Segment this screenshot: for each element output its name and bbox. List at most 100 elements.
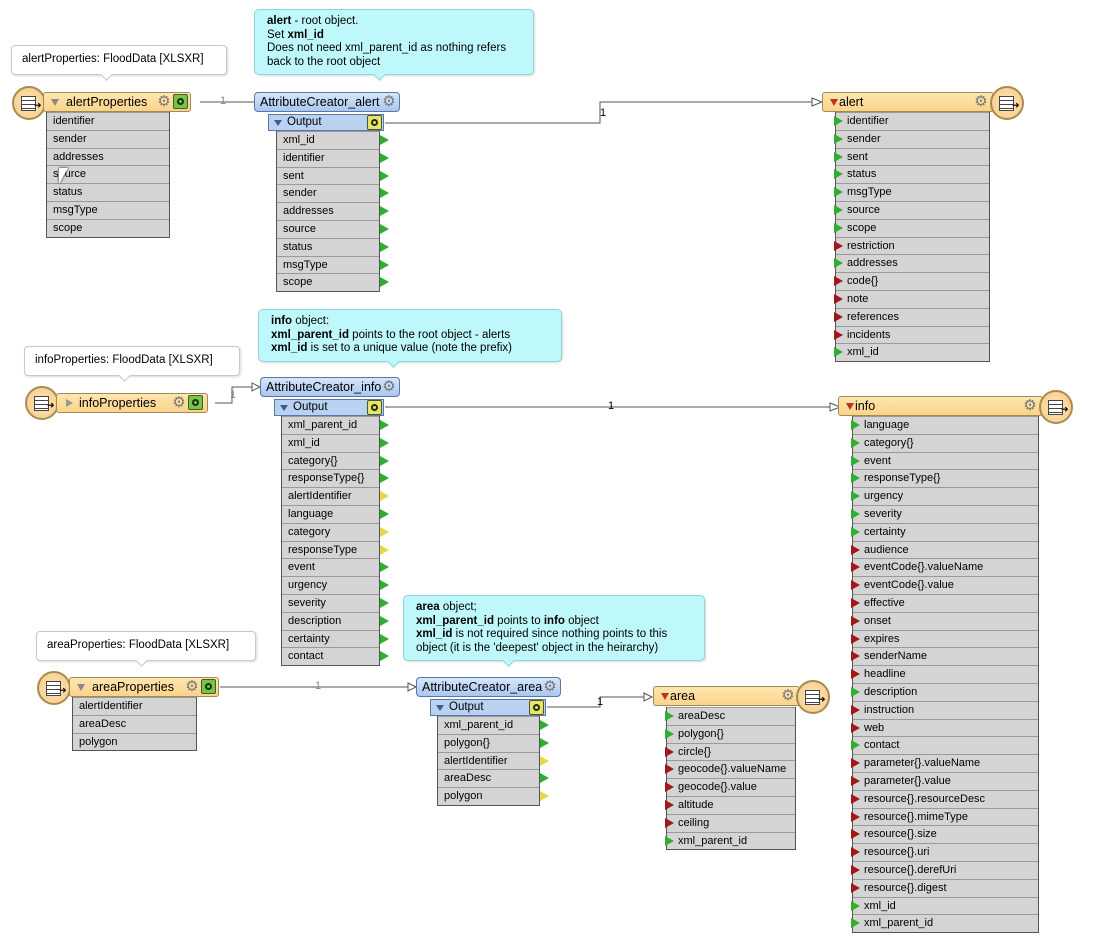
input-port-icon[interactable] <box>834 204 843 215</box>
input-port-icon[interactable] <box>834 276 843 287</box>
attribute-row[interactable]: responseType{} <box>282 469 389 487</box>
attribute-row[interactable]: urgency <box>851 487 1038 505</box>
attribute-row[interactable]: addresses <box>277 202 389 220</box>
output-port-icon[interactable] <box>380 277 389 288</box>
input-port-icon[interactable] <box>834 240 843 251</box>
attribute-row[interactable]: restriction <box>834 236 989 255</box>
input-port-icon[interactable] <box>851 882 860 893</box>
writer-area[interactable]: area ⚙ <box>653 686 800 706</box>
magnifier-icon[interactable] <box>201 679 216 694</box>
output-port-icon[interactable] <box>540 737 549 748</box>
attribute-row[interactable]: scope <box>277 273 389 291</box>
input-port-icon[interactable] <box>834 222 843 233</box>
expand-icon[interactable] <box>66 399 73 407</box>
attribute-row[interactable]: incidents <box>834 325 989 344</box>
input-port-icon[interactable] <box>834 187 843 198</box>
attribute-row[interactable]: sender <box>834 129 989 148</box>
attribute-row[interactable]: msgType <box>277 255 389 274</box>
output-port-icon[interactable] <box>380 508 389 519</box>
attribute-row[interactable]: polygon{} <box>665 724 795 743</box>
input-port-icon[interactable] <box>665 746 674 757</box>
attribute-row[interactable]: status <box>834 165 989 183</box>
output-port-icon[interactable] <box>540 755 549 766</box>
output-port-icon[interactable] <box>380 437 389 448</box>
attribute-row[interactable]: status <box>277 237 389 256</box>
input-port-icon[interactable] <box>851 918 860 929</box>
collapse-icon[interactable] <box>51 99 59 106</box>
collapse-icon[interactable] <box>846 403 854 410</box>
gear-icon[interactable]: ⚙ <box>185 678 199 695</box>
attribute-row[interactable]: status <box>47 183 169 201</box>
input-port-icon[interactable] <box>851 686 860 697</box>
gear-icon[interactable]: ⚙ <box>172 394 186 411</box>
attribute-row[interactable]: responseType{} <box>851 469 1038 487</box>
attribute-row[interactable]: geocode{}.valueName <box>665 760 795 778</box>
input-port-icon[interactable] <box>665 835 674 846</box>
input-port-icon[interactable] <box>851 758 860 769</box>
input-port-icon[interactable] <box>851 651 860 662</box>
attribute-row[interactable]: contact <box>851 736 1038 754</box>
output-port-icon[interactable] <box>380 188 389 199</box>
attribute-row[interactable]: msgType <box>47 200 169 219</box>
attribute-row[interactable]: event <box>851 451 1038 470</box>
reader-areaProperties[interactable]: areaProperties ⚙ <box>69 677 219 697</box>
output-port-icon[interactable] <box>380 223 389 234</box>
gear-icon[interactable]: ⚙ <box>157 93 171 110</box>
magnifier-icon[interactable] <box>173 94 188 109</box>
writer-table-icon[interactable]: ➜ <box>796 680 830 714</box>
attribute-row[interactable]: resource{}.derefUri <box>851 860 1038 879</box>
input-port-icon[interactable] <box>665 711 674 721</box>
gear-icon[interactable]: ⚙ <box>543 678 557 695</box>
attribute-row[interactable]: headline <box>851 665 1038 683</box>
attribute-row[interactable]: note <box>834 289 989 308</box>
input-port-icon[interactable] <box>851 491 860 502</box>
attribute-row[interactable]: resource{}.digest <box>851 878 1038 897</box>
attribute-row[interactable]: polygon{} <box>438 733 549 752</box>
input-port-icon[interactable] <box>851 580 860 591</box>
attribute-row[interactable]: msgType <box>834 183 989 201</box>
attribute-row[interactable]: references <box>834 307 989 326</box>
attribute-row[interactable]: parameter{}.value <box>851 771 1038 790</box>
input-port-icon[interactable] <box>665 764 674 775</box>
output-port-area[interactable]: Output <box>430 699 546 716</box>
input-port-icon[interactable] <box>665 817 674 828</box>
input-port-icon[interactable] <box>851 864 860 875</box>
attribute-row[interactable]: sent <box>834 147 989 166</box>
attribute-row[interactable]: polygon <box>73 732 196 751</box>
attribute-row[interactable]: language <box>282 504 389 523</box>
attribute-row[interactable]: description <box>851 682 1038 701</box>
reader-note-info[interactable]: infoProperties: FloodData [XLSXR] <box>24 346 240 382</box>
attribute-row[interactable]: sent <box>277 166 389 185</box>
attribute-row[interactable]: urgency <box>282 576 389 594</box>
output-port-icon[interactable] <box>380 135 389 145</box>
attribute-row[interactable]: scope <box>47 218 169 237</box>
input-port-icon[interactable] <box>851 900 860 911</box>
annotation-info[interactable]: info object: xml_parent_id points to the… <box>258 309 562 368</box>
magnifier-icon[interactable] <box>529 700 544 715</box>
attribute-row[interactable]: areaDesc <box>73 714 196 733</box>
output-port-icon[interactable] <box>540 773 549 784</box>
output-port-icon[interactable] <box>380 259 389 270</box>
input-port-icon[interactable] <box>851 615 860 626</box>
attribute-row[interactable]: instruction <box>851 700 1038 719</box>
output-port-alert[interactable]: Output <box>268 114 384 131</box>
input-port-icon[interactable] <box>665 782 674 793</box>
input-port-icon[interactable] <box>851 704 860 715</box>
attribute-row[interactable]: xml_id <box>277 131 389 149</box>
magnifier-icon[interactable] <box>367 400 382 415</box>
reader-note-area[interactable]: areaProperties: FloodData [XLSXR] <box>36 631 256 667</box>
output-port-icon[interactable] <box>380 455 389 466</box>
input-port-icon[interactable] <box>851 793 860 804</box>
input-port-icon[interactable] <box>851 437 860 448</box>
output-port-icon[interactable] <box>380 473 389 484</box>
writer-table-icon[interactable]: ➜ <box>1039 390 1073 424</box>
attribute-row[interactable]: source <box>277 219 389 238</box>
writer-info[interactable]: info ⚙ <box>838 396 1043 416</box>
output-port-icon[interactable] <box>380 615 389 626</box>
attribute-row[interactable]: source <box>834 200 989 219</box>
gear-icon[interactable]: ⚙ <box>781 687 795 704</box>
attribute-row[interactable]: circle{} <box>665 742 795 761</box>
input-port-icon[interactable] <box>851 740 860 751</box>
attribute-row[interactable]: ceiling <box>665 813 795 832</box>
attribute-row[interactable]: responseType <box>282 540 389 559</box>
